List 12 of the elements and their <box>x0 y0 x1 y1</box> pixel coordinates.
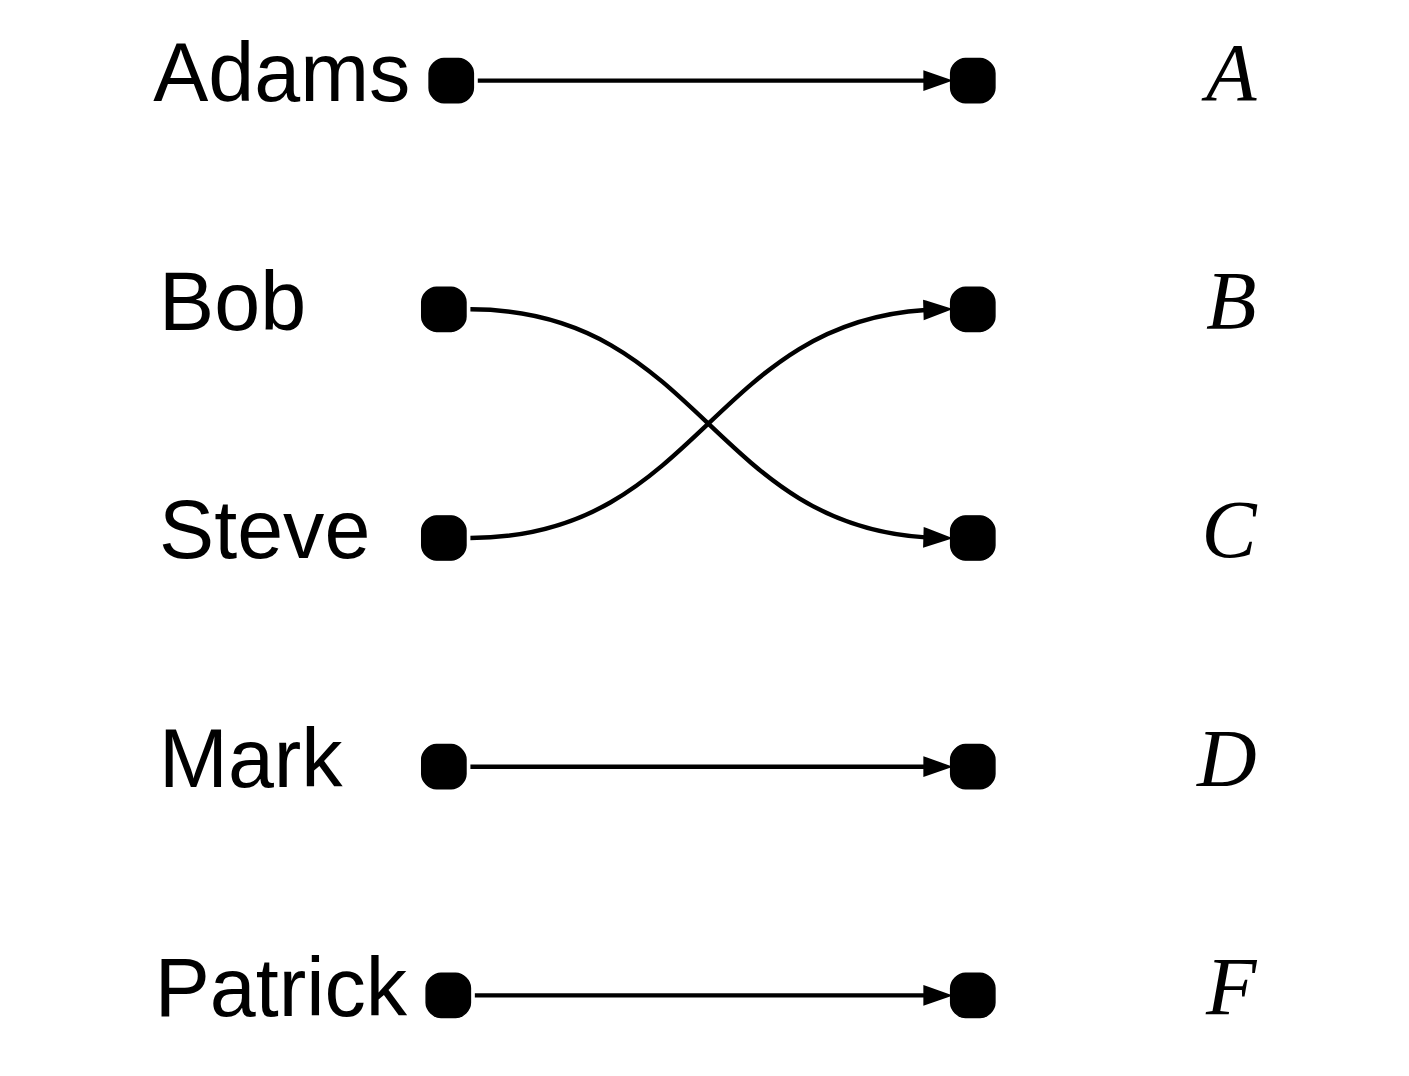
arrow <box>474 985 953 1006</box>
node-label: Steve <box>158 483 370 577</box>
arrow <box>469 756 953 778</box>
node-label: B <box>1205 254 1256 347</box>
node-label: Adams <box>152 25 410 119</box>
node-label: D <box>1196 711 1257 804</box>
node-label: C <box>1200 482 1257 575</box>
node-label: F <box>1205 940 1256 1033</box>
arrow <box>477 70 953 91</box>
node-label: Bob <box>158 254 306 348</box>
node-label: Patrick <box>154 940 407 1034</box>
node-label: Mark <box>158 712 343 806</box>
